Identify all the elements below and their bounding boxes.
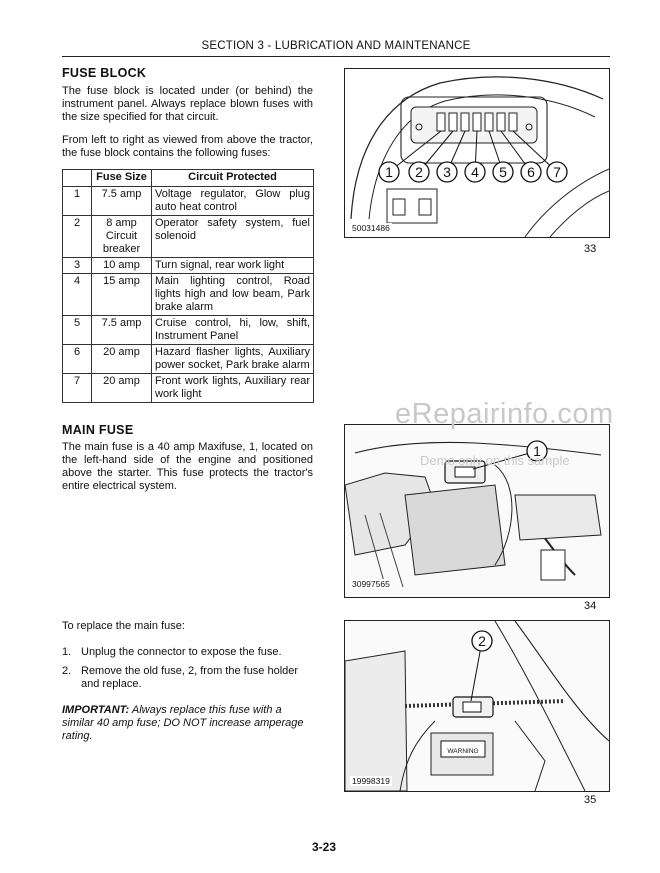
fuse-table-header-row: Fuse Size Circuit Protected	[62, 169, 314, 187]
fuse-number: 3	[62, 257, 92, 274]
svg-text:1: 1	[385, 164, 393, 180]
circuit-protected: Voltage regulator, Glow plug auto heat c…	[151, 186, 314, 216]
fuse-size: 7.5 amp	[91, 315, 152, 345]
fuse-block-paragraph-1: The fuse block is located under (or behi…	[62, 85, 313, 123]
callout-1: 1	[526, 440, 548, 462]
fuse-table-header-circuit: Circuit Protected	[151, 169, 314, 187]
table-row: 4 15 amp Main lighting control, Road lig…	[62, 273, 314, 316]
watermark: eRepairinfo.com	[395, 398, 614, 430]
step-number: 1.	[62, 646, 72, 658]
fuse-size: 20 amp	[91, 344, 152, 374]
step-2: 2. Remove the old fuse, 2, from the fuse…	[62, 665, 313, 691]
svg-text:2: 2	[478, 633, 486, 649]
circuit-protected: Cruise control, hi, low, shift, Instrume…	[151, 315, 314, 345]
figure-code: 50031486	[350, 223, 392, 233]
fuse-table-header-size: Fuse Size	[91, 169, 152, 187]
svg-text:6: 6	[527, 164, 535, 180]
circuit-protected: Front work lights, Auxiliary rear work l…	[151, 373, 314, 403]
callout-1: 1	[378, 161, 400, 183]
step-1: 1. Unplug the connector to expose the fu…	[62, 646, 313, 659]
fuse-number: 7	[62, 373, 92, 403]
fuse-size: 8 amp Circuit breaker	[91, 215, 152, 258]
fuse-block-figure: 1 2 3 4 5 6 7	[344, 68, 610, 238]
table-row: 3 10 amp Turn signal, rear work light	[62, 257, 314, 274]
important-note: IMPORTANT: Always replace this fuse with…	[62, 704, 313, 743]
fuse-number: 1	[62, 186, 92, 216]
important-label: IMPORTANT:	[62, 704, 130, 716]
figure-code: 19998319	[350, 776, 392, 786]
replace-intro: To replace the main fuse:	[62, 620, 185, 632]
fuse-size: 20 amp	[91, 373, 152, 403]
callout-7: 7	[546, 161, 568, 183]
callout-4: 4	[464, 161, 486, 183]
important-text: Always replace this fuse with a similar …	[62, 704, 304, 742]
circuit-protected: Operator safety system, fuel solenoid	[151, 215, 314, 258]
figure-code: 30997565	[350, 579, 392, 589]
table-row: 2 8 amp Circuit breaker Operator safety …	[62, 215, 314, 258]
main-fuse-figure: 1	[344, 424, 610, 598]
circuit-protected: Main lighting control, Road lights high …	[151, 273, 314, 316]
watermark-subtext: Demo only on this sample	[420, 453, 570, 468]
page-number: 3-23	[312, 840, 337, 854]
callout-3: 3	[436, 161, 458, 183]
figure-number: 35	[584, 794, 597, 806]
header-rule	[62, 56, 610, 57]
figure-number: 33	[584, 243, 597, 255]
fuse-block-paragraph-2: From left to right as viewed from above …	[62, 134, 313, 159]
step-number: 2.	[62, 665, 72, 677]
table-row: 6 20 amp Hazard flasher lights, Auxiliar…	[62, 344, 314, 374]
fuse-number: 5	[62, 315, 92, 345]
warning-label: WARNING	[447, 748, 478, 755]
fuse-size: 7.5 amp	[91, 186, 152, 216]
fuse-block-illustration: 1 2 3 4 5 6 7	[350, 76, 609, 237]
svg-text:4: 4	[471, 164, 479, 180]
svg-text:2: 2	[415, 164, 423, 180]
circuit-protected: Turn signal, rear work light	[151, 257, 314, 274]
circuit-protected: Hazard flasher lights, Auxiliary power s…	[151, 344, 314, 374]
fuse-number: 4	[62, 273, 92, 316]
table-row: 7 20 amp Front work lights, Auxiliary re…	[62, 373, 314, 403]
engine-illustration: 1	[345, 425, 609, 597]
table-row: 5 7.5 amp Cruise control, hi, low, shift…	[62, 315, 314, 345]
callout-5: 5	[492, 161, 514, 183]
fuse-number: 2	[62, 215, 92, 258]
fuse-table: Fuse Size Circuit Protected 1 7.5 amp Vo…	[62, 169, 314, 403]
fuse-size: 10 amp	[91, 257, 152, 274]
svg-text:7: 7	[553, 164, 561, 180]
svg-text:3: 3	[443, 164, 451, 180]
main-fuse-paragraph: The main fuse is a 40 amp Maxifuse, 1, l…	[62, 441, 313, 492]
section-header: SECTION 3 - LUBRICATION AND MAINTENANCE	[201, 40, 471, 52]
svg-text:1: 1	[533, 443, 541, 459]
fuse-holder-illustration: WARNING 2	[345, 621, 609, 791]
main-fuse-heading: MAIN FUSE	[62, 423, 134, 437]
fuse-block-heading: FUSE BLOCK	[62, 66, 147, 80]
fuse-table-header-num	[62, 169, 92, 187]
callout-6: 6	[520, 161, 542, 183]
callout-2: 2	[471, 630, 493, 652]
step-text: Unplug the connector to expose the fuse.	[81, 646, 282, 658]
figure-number: 34	[584, 600, 597, 612]
fuse-size: 15 amp	[91, 273, 152, 316]
fuse-number: 6	[62, 344, 92, 374]
step-text: Remove the old fuse, 2, from the fuse ho…	[81, 665, 299, 690]
callout-2: 2	[408, 161, 430, 183]
fuse-holder-figure: WARNING 2	[344, 620, 610, 792]
table-row: 1 7.5 amp Voltage regulator, Glow plug a…	[62, 186, 314, 216]
svg-text:5: 5	[499, 164, 507, 180]
